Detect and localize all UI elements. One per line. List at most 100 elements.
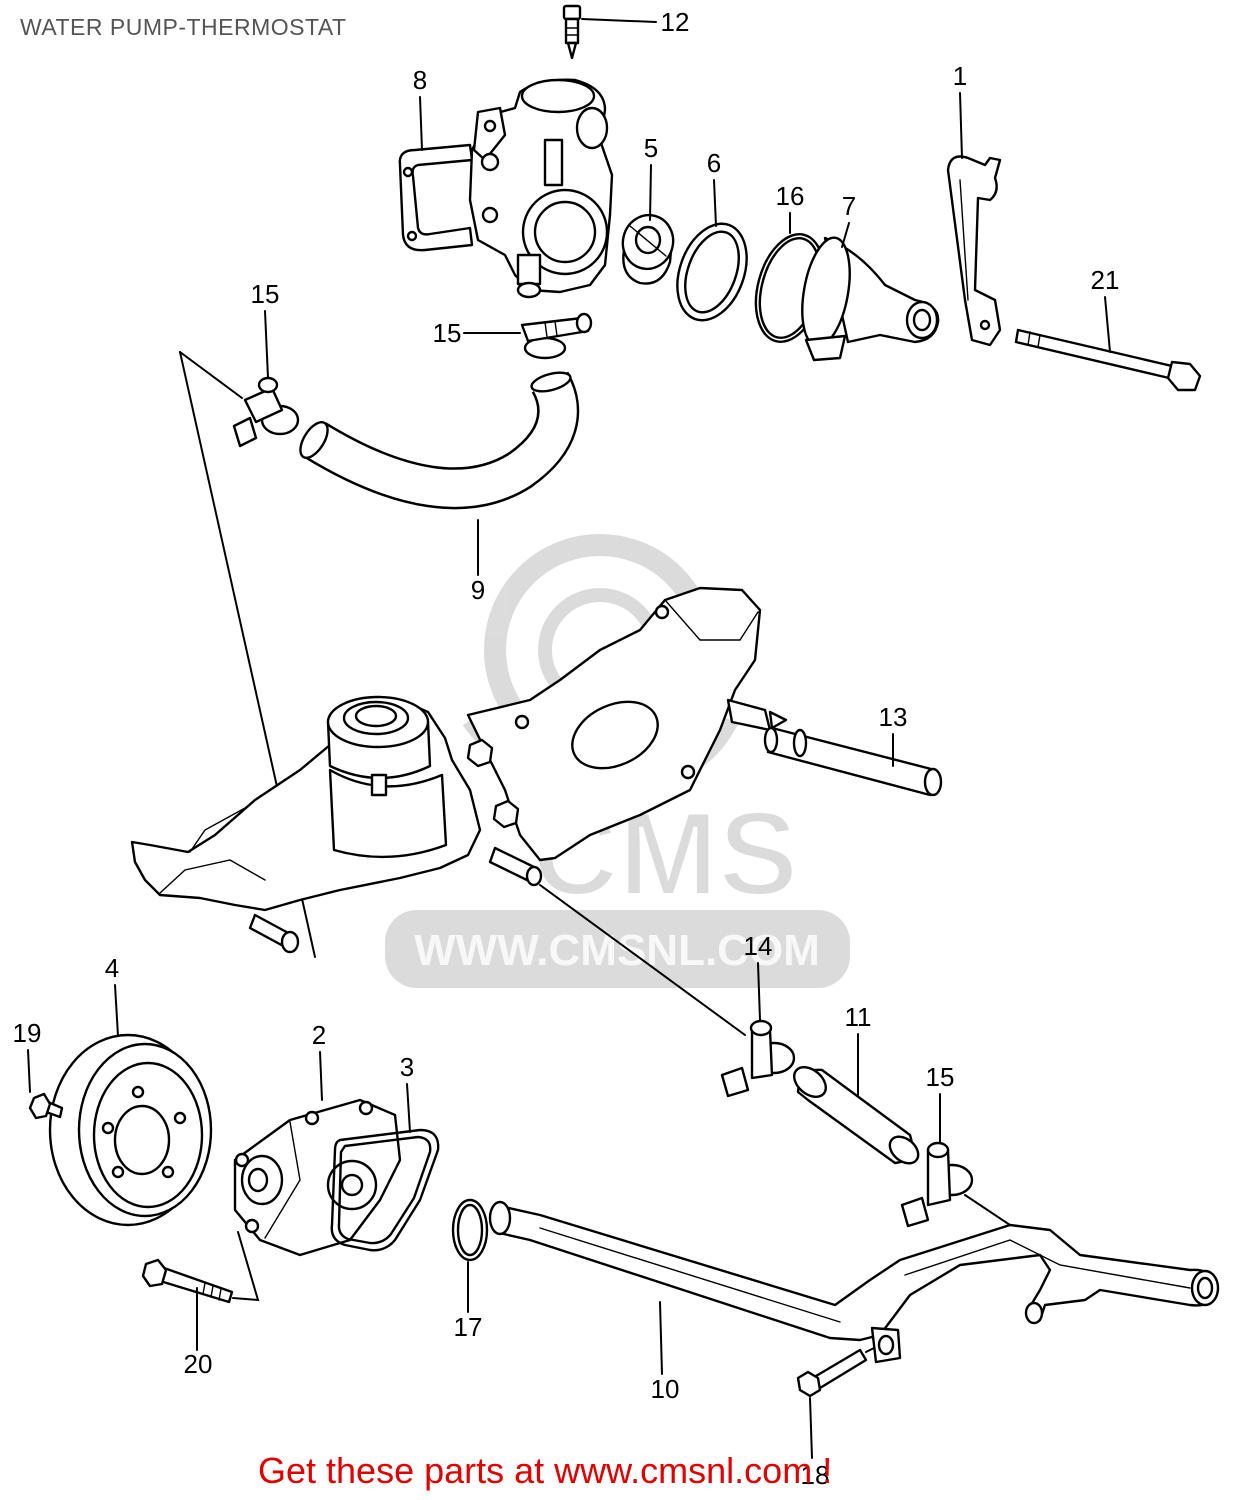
callout-16: 16 xyxy=(776,181,805,211)
leader-15-upper-left xyxy=(264,310,269,379)
part-11-connecting-hose xyxy=(793,1066,920,1165)
leader-12 xyxy=(581,18,657,23)
water-pipe-branch-end xyxy=(1024,1301,1044,1325)
bracket-body xyxy=(946,155,1002,347)
pump-housing-drum xyxy=(328,768,448,859)
pulley-bolt-hole xyxy=(161,1165,175,1179)
bypass-hose-fill xyxy=(305,372,577,507)
callout-5: 5 xyxy=(644,133,658,163)
thermostat-housing-bottom-nipple xyxy=(516,253,542,286)
callout-14: 14 xyxy=(744,931,773,961)
leader-19 xyxy=(27,1049,31,1093)
watermark-url-text: WWW.CMSNL.COM xyxy=(414,926,820,975)
thermostat-housing-bottom-bolt xyxy=(516,281,542,299)
pipe-bolt-head xyxy=(796,1370,822,1398)
pipe-bolt-shaft xyxy=(814,1348,868,1390)
callout-15-lower-right: 15 xyxy=(926,1062,955,1092)
thermostat-housing xyxy=(468,78,614,299)
get-parts-footer: Get these parts at www.cmsnl.com ! xyxy=(258,1450,833,1491)
thermostat-bridge xyxy=(629,225,667,257)
pump-bolt-head xyxy=(141,1258,168,1288)
part-1-bracket xyxy=(946,155,1002,347)
callout-19: 19 xyxy=(13,1018,42,1048)
pump-housing-stud xyxy=(370,773,388,797)
pump-bolt-thread xyxy=(202,1282,206,1295)
assembly-line-left-short xyxy=(179,351,243,399)
leader-21 xyxy=(1104,296,1111,353)
thermostat-valve xyxy=(634,225,662,255)
housing-gasket-outline xyxy=(398,143,474,252)
sensor-bolt-tip xyxy=(566,41,578,60)
seal-ring-inner xyxy=(684,230,740,314)
long-bolt-thread xyxy=(1027,331,1031,346)
callout-numbers: 12 8 5 6 16 7 1 21 15 15 9 13 14 11 15 4… xyxy=(13,7,1120,1490)
pipe-stud-end xyxy=(923,767,943,797)
assembly-line-stud-to-clamp xyxy=(539,884,746,1036)
callout-20: 20 xyxy=(184,1349,213,1379)
callout-9: 9 xyxy=(471,575,485,605)
callout-10: 10 xyxy=(651,1374,680,1404)
long-bolt-head xyxy=(1166,360,1202,392)
leader-6 xyxy=(713,179,717,227)
hose-clamp-screw-head xyxy=(926,1141,950,1159)
callout-18: 18 xyxy=(801,1460,830,1490)
housing-stud-bottom-end xyxy=(280,930,300,954)
pipe-stud-collar xyxy=(792,728,808,758)
callout-21: 21 xyxy=(1091,265,1120,295)
housing-gasket-hole xyxy=(406,230,418,242)
pump-bolt-thread xyxy=(218,1288,222,1301)
pipe-o-ring-inner xyxy=(456,1203,484,1257)
water-pump-bolt-boss xyxy=(304,1110,320,1126)
leader-2 xyxy=(319,1051,323,1101)
thermostat-housing-ear-hole xyxy=(483,119,497,133)
bypass-hose-end-upper xyxy=(530,371,572,393)
water-pipe-outlet-bore xyxy=(1196,1276,1214,1300)
water-pipe-seam xyxy=(539,1227,841,1323)
callout-6: 6 xyxy=(707,148,721,178)
hose-clamp-screw-body xyxy=(750,1028,774,1080)
part-12-sensor-bolt xyxy=(562,4,582,60)
sensor-bolt-body xyxy=(564,17,580,45)
pulley-bolt-hole xyxy=(131,1085,145,1099)
part-14-hose-clamp xyxy=(720,1019,796,1098)
hose-clamp-housing xyxy=(243,386,284,424)
thermostat-housing-outlet-bore xyxy=(533,200,597,264)
pulley-hub xyxy=(113,1104,171,1176)
water-pipe-inlet-end xyxy=(488,1200,512,1236)
assembly-line-pump-bolt xyxy=(232,1231,260,1302)
bracket-fold-line xyxy=(959,179,969,301)
part-7-thermostat-cover xyxy=(801,236,940,362)
hose-clamp-screw-nut xyxy=(232,416,258,448)
part-13-pipe-stud xyxy=(763,726,943,797)
pulley-bolt-hole xyxy=(173,1111,187,1125)
housing-gasket-hole xyxy=(402,166,414,178)
thermostat-housing-sensor-boss xyxy=(543,138,564,187)
pulley-bolt-hole xyxy=(101,1121,115,1135)
callout-15-upper-middle: 15 xyxy=(433,318,462,348)
leader-10 xyxy=(659,1301,663,1375)
water-pipe-body xyxy=(493,1203,1220,1342)
callout-12: 12 xyxy=(661,7,690,37)
water-pump-bolt-boss xyxy=(234,1152,250,1168)
part-15-hose-clamp-upper-left xyxy=(232,376,300,448)
part-21-long-bolt xyxy=(1014,328,1202,392)
callout-8: 8 xyxy=(413,65,427,95)
engine-flange-bolt-hole xyxy=(514,714,530,730)
pipe-o-ring-outer xyxy=(451,1198,489,1262)
pump-housing-top-bore xyxy=(354,704,398,728)
connecting-hose-end-far xyxy=(888,1135,920,1165)
callout-1: 1 xyxy=(953,61,967,91)
part-15-hose-clamp-upper-middle xyxy=(520,312,593,360)
hose-clamp-thread xyxy=(544,321,548,338)
hose-clamp-screw-head xyxy=(749,1019,773,1037)
part-17-pipe-o-ring xyxy=(451,1198,489,1262)
engine-flange-cutout xyxy=(571,700,659,770)
connecting-hose-end xyxy=(793,1066,827,1098)
leader-5 xyxy=(649,164,652,221)
pump-gasket-inner xyxy=(337,1135,432,1245)
sensor-bolt-head xyxy=(562,4,582,21)
leader-7 xyxy=(841,222,850,248)
part-3-pump-gasket xyxy=(330,1128,440,1252)
pulley-bolt-head xyxy=(28,1092,52,1120)
